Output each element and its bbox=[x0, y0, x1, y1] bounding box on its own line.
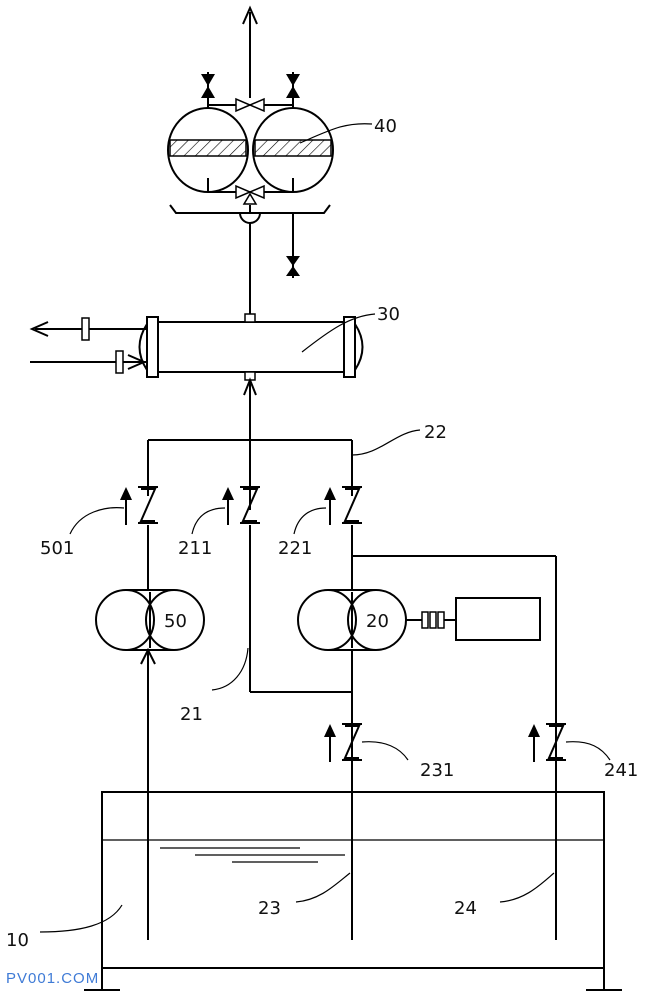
vent-valve-left-icon bbox=[201, 72, 215, 105]
dryer-vessel-left bbox=[167, 107, 249, 193]
label-211: 211 bbox=[178, 538, 212, 559]
top-center-valve-icon bbox=[235, 97, 265, 113]
drain-valve-icon bbox=[286, 213, 300, 278]
vent-valve-right-icon bbox=[286, 72, 300, 105]
label-241: 241 bbox=[604, 760, 638, 781]
label-21: 21 bbox=[180, 704, 203, 725]
dryer-unit: 40 bbox=[167, 72, 397, 278]
outlet-arrow bbox=[242, 5, 258, 98]
manifold-22: 22 bbox=[147, 422, 447, 496]
bypass-line-21: 21 bbox=[180, 525, 353, 940]
label-501: 501 bbox=[40, 538, 74, 559]
label-23: 23 bbox=[258, 898, 281, 919]
bottom-center-valve-icon bbox=[235, 184, 265, 205]
pump-50: 50 bbox=[95, 525, 205, 940]
check-valve-211: 211 bbox=[178, 486, 260, 559]
motor bbox=[455, 597, 541, 641]
label-50: 50 bbox=[164, 611, 187, 632]
check-valve-221: 221 bbox=[278, 486, 362, 559]
label-30: 30 bbox=[377, 304, 400, 325]
label-40: 40 bbox=[374, 116, 397, 137]
check-valve-241: 241 bbox=[528, 723, 638, 781]
label-22: 22 bbox=[424, 422, 447, 443]
heat-exchanger: 30 bbox=[29, 304, 400, 381]
label-24: 24 bbox=[454, 898, 477, 919]
label-10: 10 bbox=[6, 930, 29, 951]
label-231: 231 bbox=[420, 760, 454, 781]
check-valve-501: 501 bbox=[40, 486, 158, 559]
tank-10: 10 23 24 bbox=[6, 791, 622, 991]
pump-20: 20 bbox=[297, 525, 541, 651]
check-valve-231: 231 bbox=[324, 723, 454, 781]
label-20: 20 bbox=[366, 611, 389, 632]
watermark: PV001.COM bbox=[6, 970, 99, 987]
branch-line-24 bbox=[352, 555, 557, 940]
dryer-vessel-right bbox=[252, 107, 334, 193]
label-221: 221 bbox=[278, 538, 312, 559]
motor-coupling-icon bbox=[406, 611, 456, 629]
